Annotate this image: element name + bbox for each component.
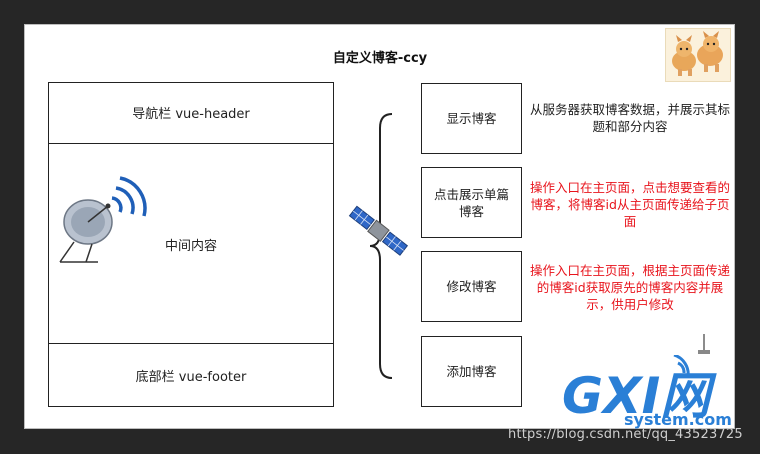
- header-region: 导航栏 vue-header: [48, 82, 334, 144]
- feature-note-edit-blog: 操作入口在主页面，根据主页面传递的博客id获取原先的博客内容并展示，供用户修改: [529, 263, 730, 312]
- watermark-logo: GXI网 system.com: [560, 353, 750, 435]
- corgi-dogs-image: [665, 28, 731, 82]
- feature-box-show-single-blog: 点击展示单篇博客: [421, 167, 522, 238]
- feature-box-edit-blog: 修改博客: [421, 251, 522, 322]
- feature-label: 显示博客: [446, 111, 497, 126]
- main-content-label: 中间内容: [164, 238, 217, 254]
- watermark-logo-text: GXI网: [562, 367, 717, 425]
- main-content-region: 中间内容: [48, 144, 334, 344]
- footer-region: 底部栏 vue-footer: [48, 343, 334, 407]
- feature-box-show-blogs: 显示博客: [421, 83, 522, 154]
- watermark-url: https://blog.csdn.net/qq_43523725: [508, 427, 743, 442]
- feature-box-add-blog: 添加博客: [421, 336, 522, 407]
- feature-label: 点击展示单篇博客: [433, 186, 509, 219]
- diagram-title: 自定义博客-ccy: [332, 51, 428, 66]
- feature-note-show-single-blog: 操作入口在主页面，点击想要查看的博客，将博客id从主页面传递给子页面: [529, 180, 730, 229]
- footer-label: 底部栏 vue-footer: [135, 370, 247, 385]
- feature-label: 添加博客: [446, 364, 497, 379]
- feature-note-show-blogs: 从服务器获取博客数据，并展示其标题和部分内容: [529, 102, 730, 134]
- feature-label: 修改博客: [446, 279, 497, 294]
- header-label: 导航栏 vue-header: [132, 107, 250, 122]
- page-layout-frame: [48, 82, 334, 407]
- watermark-logo-sub: system.com: [624, 410, 732, 429]
